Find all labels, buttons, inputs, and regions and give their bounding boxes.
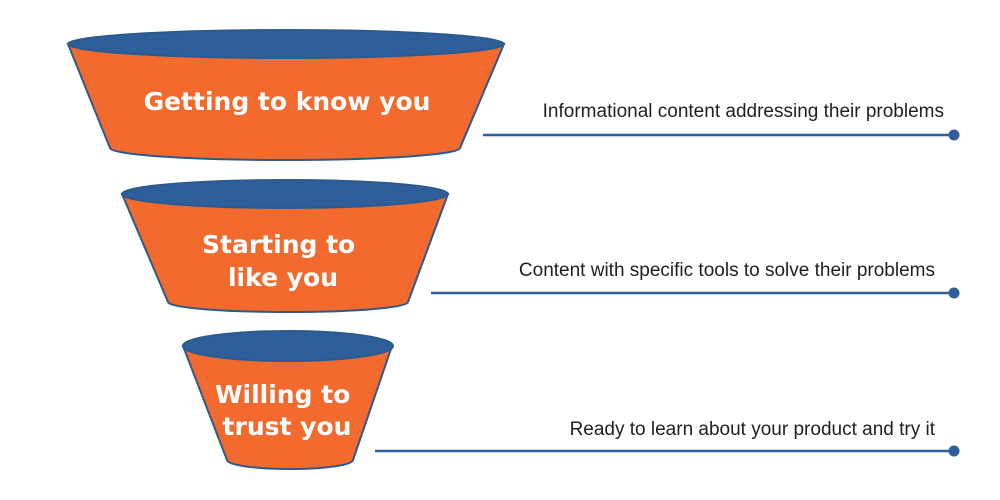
description-2: Content with specific tools to solve the…: [431, 260, 960, 299]
description-3: Ready to learn about your product and tr…: [375, 419, 960, 457]
funnel-stage-2-label-line-2: like you: [228, 263, 338, 292]
funnel-stage-1-rim: [67, 29, 505, 59]
funnel-stage-3-label: Willing to trust you: [215, 380, 359, 441]
funnel-stage-2-label: Starting to like you: [202, 230, 364, 292]
funnel-stage-3: Willing to trust you: [181, 330, 394, 470]
connector-dot-1: [948, 129, 960, 141]
funnel-stage-2: Starting to like you: [120, 179, 450, 313]
funnel-stage-3-label-line-2: trust you: [223, 412, 352, 441]
funnel-stage-2-body: [120, 193, 450, 313]
funnel-stage-1-label: Getting to know you: [144, 87, 431, 116]
description-2-text: Content with specific tools to solve the…: [519, 260, 935, 281]
description-3-text: Ready to learn about your product and tr…: [570, 419, 936, 440]
funnel-stage-3-label-line-1: Willing to: [215, 380, 350, 409]
connector-dot-3: [948, 445, 960, 457]
funnel-stage-2-label-line-1: Starting to: [202, 230, 355, 259]
funnel-stage-3-body: [181, 345, 394, 470]
connector-dot-2: [948, 287, 960, 299]
funnel-stage-1-body: [66, 43, 506, 161]
funnel-stage-3-rim: [182, 330, 394, 362]
funnel-stage-2-rim: [121, 179, 449, 209]
description-1-text: Informational content addressing their p…: [543, 101, 944, 122]
funnel-stage-1-label-line-1: Getting to know you: [144, 87, 431, 116]
description-1: Informational content addressing their p…: [483, 101, 960, 141]
funnel-stage-1: Getting to know you: [66, 29, 506, 161]
